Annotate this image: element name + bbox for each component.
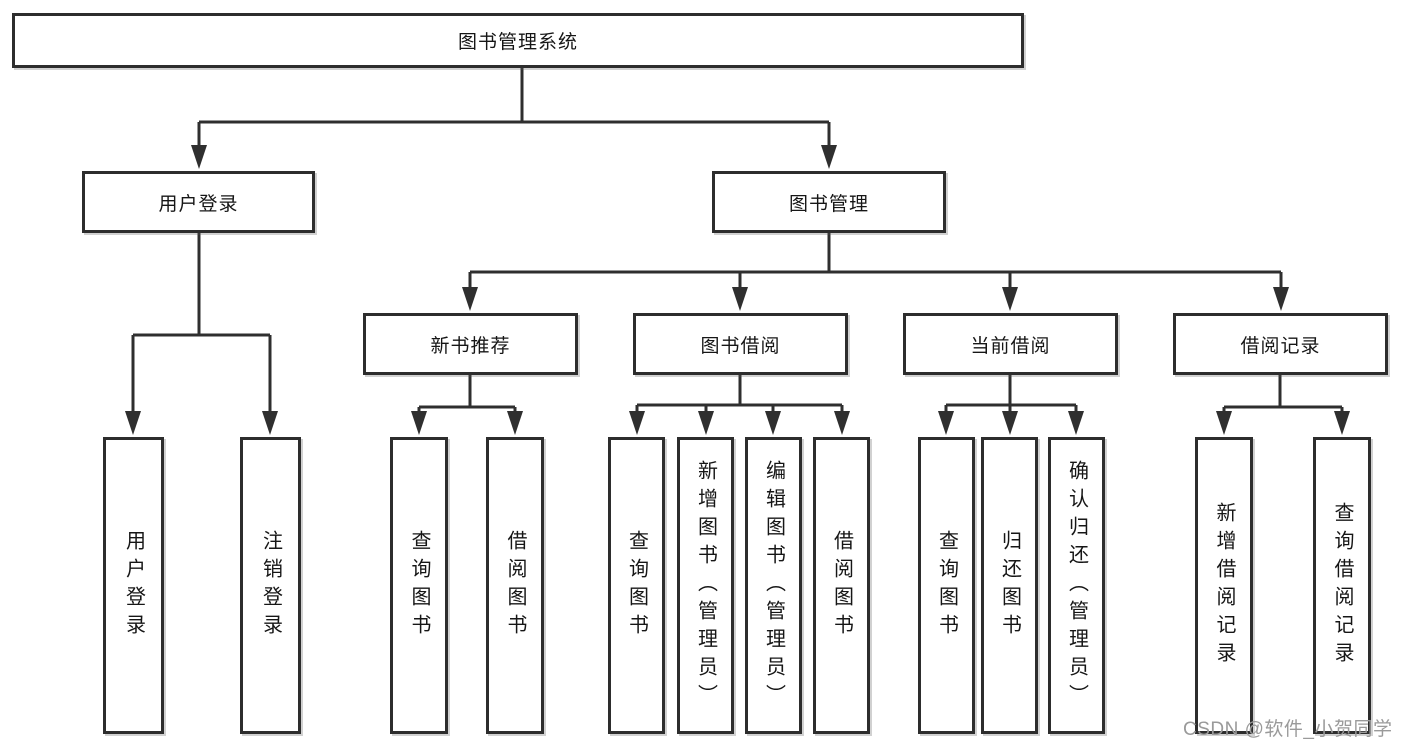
node-borrow-record: 借阅记录 (1173, 313, 1388, 375)
leaf-add-book-admin: 新增图书（管理员） (677, 437, 734, 734)
node-root-label: 图书管理系统 (457, 32, 578, 53)
leaf-return-book-label: 归还图书 (998, 529, 1021, 642)
node-current-borrow: 当前借阅 (903, 313, 1118, 375)
node-book-management-label: 图书管理 (788, 193, 869, 215)
connector-user-login (133, 233, 270, 337)
leaf-recommend-query-book: 查询图书 (390, 437, 448, 734)
leaf-add-borrow-record-label: 新增借阅记录 (1213, 501, 1235, 670)
node-borrow-record-label: 借阅记录 (1240, 335, 1321, 357)
leaf-recommend-borrow-book-label: 借阅图书 (504, 529, 526, 642)
leaf-logout: 注销登录 (240, 437, 301, 734)
connector-borrow-record (1224, 375, 1342, 409)
connector-book-management (470, 233, 1281, 274)
node-new-book-recommend: 新书推荐 (363, 313, 578, 375)
connector-new-book-recommend (419, 375, 515, 409)
watermark: CSDN @软件_小贺同学 (1183, 719, 1393, 740)
leaf-confirm-return-admin: 确认归还（管理员） (1048, 437, 1105, 734)
node-book-management: 图书管理 (712, 171, 946, 233)
leaf-edit-book-admin-label: 编辑图书（管理员） (762, 459, 785, 712)
leaf-add-book-admin-label: 新增图书（管理员） (694, 459, 717, 712)
leaf-current-query-book-label: 查询图书 (935, 529, 958, 642)
leaf-query-borrow-record-label: 查询借阅记录 (1331, 501, 1353, 670)
leaf-current-query-book: 查询图书 (918, 437, 975, 734)
leaf-add-borrow-record: 新增借阅记录 (1195, 437, 1253, 734)
leaf-return-book: 归还图书 (981, 437, 1038, 734)
node-current-borrow-label: 当前借阅 (970, 335, 1051, 357)
leaf-confirm-return-admin-label: 确认归还（管理员） (1065, 459, 1088, 712)
leaf-user-login-label: 用户登录 (122, 529, 145, 642)
node-new-book-recommend-label: 新书推荐 (430, 335, 511, 357)
leaf-borrow-book: 借阅图书 (813, 437, 870, 734)
leaf-borrow-query-book: 查询图书 (608, 437, 665, 734)
connector-book-borrow (637, 375, 842, 407)
leaf-user-login: 用户登录 (103, 437, 164, 734)
leaf-query-borrow-record: 查询借阅记录 (1313, 437, 1371, 734)
node-user-login: 用户登录 (82, 171, 315, 233)
leaf-recommend-query-book-label: 查询图书 (408, 529, 430, 642)
leaf-borrow-query-book-label: 查询图书 (625, 529, 648, 642)
leaf-edit-book-admin: 编辑图书（管理员） (745, 437, 802, 734)
connector-current-borrow (946, 375, 1076, 407)
node-root: 图书管理系统 (12, 13, 1024, 68)
node-user-login-label: 用户登录 (158, 193, 239, 215)
leaf-borrow-book-label: 借阅图书 (830, 529, 853, 642)
node-book-borrow-label: 图书借阅 (700, 335, 781, 357)
leaf-recommend-borrow-book: 借阅图书 (486, 437, 544, 734)
node-book-borrow: 图书借阅 (633, 313, 848, 375)
connector-root (199, 68, 829, 124)
leaf-logout-label: 注销登录 (259, 529, 282, 642)
